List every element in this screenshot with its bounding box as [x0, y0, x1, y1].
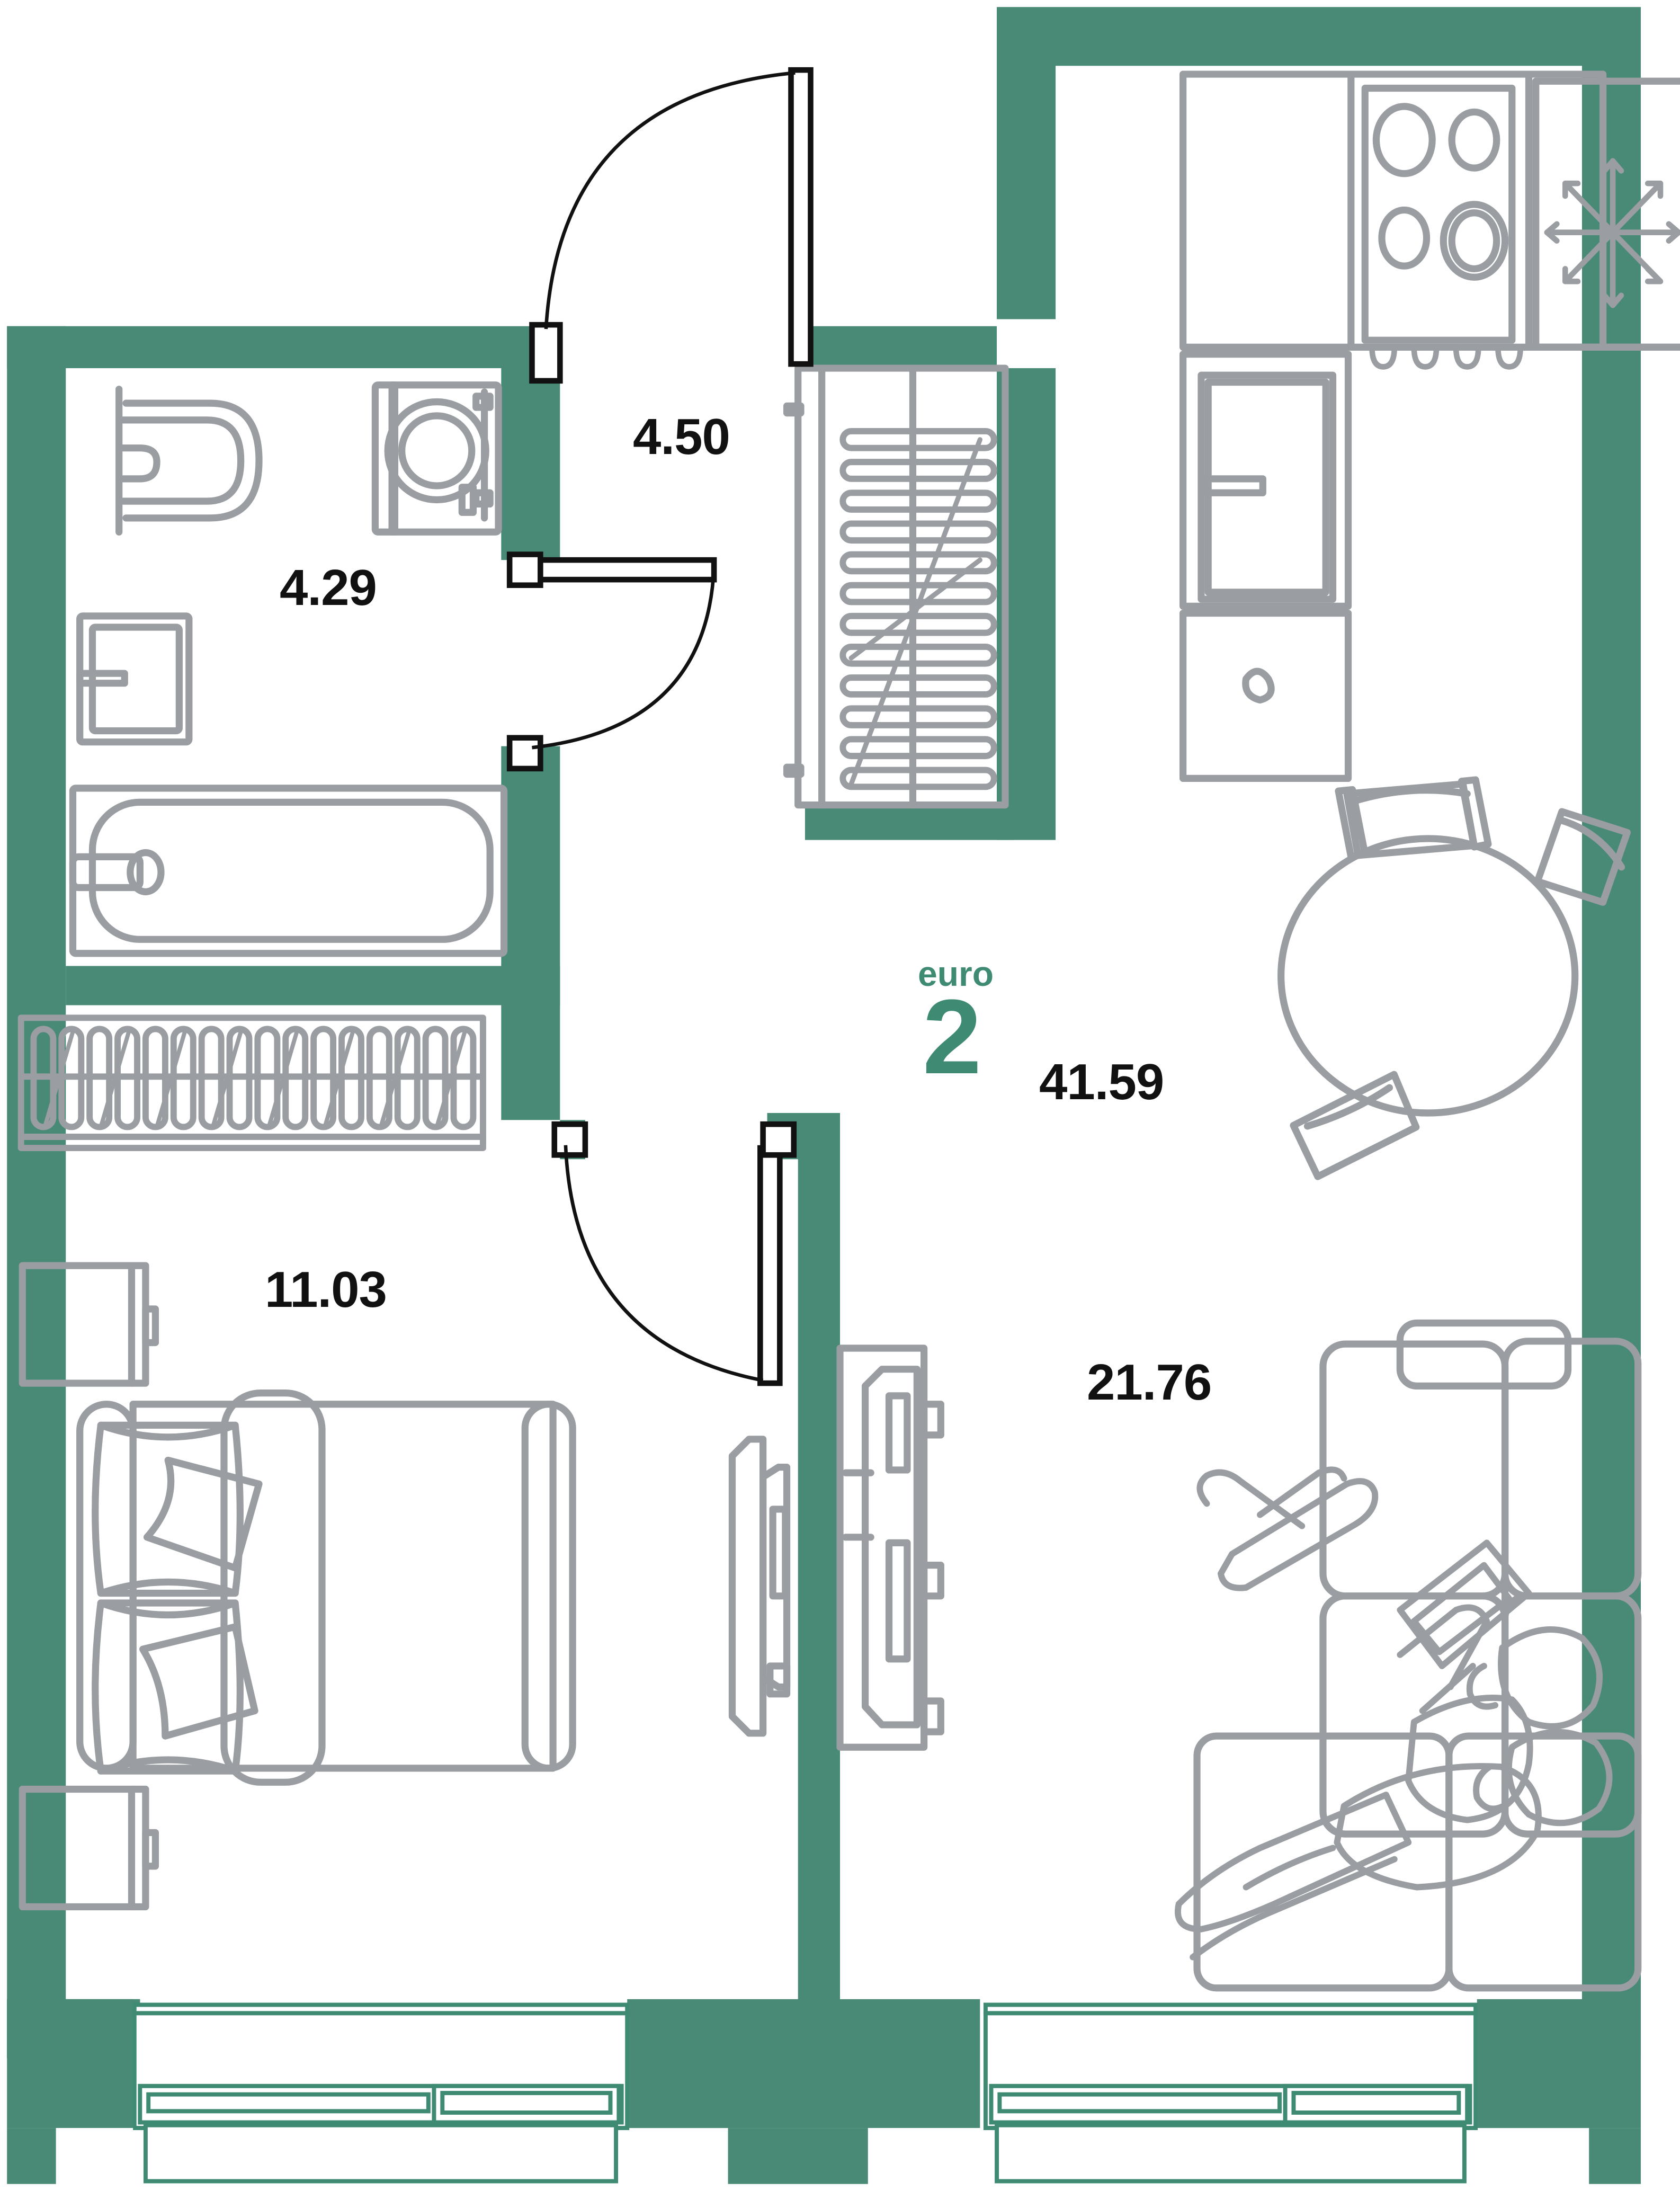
refrigerator-icon: [1532, 77, 1680, 351]
windows-layer: [132, 2002, 1478, 2184]
nightstand-icon: [19, 1785, 159, 1911]
tv-unit-icon: [728, 1344, 944, 1751]
kitchen-fixtures: [1179, 70, 1680, 782]
washing-machine-icon: [371, 381, 502, 536]
nightstand-icon: [19, 1262, 159, 1387]
cooktop-icon: [1361, 84, 1516, 344]
person-reading-icon: [1175, 1466, 1613, 1961]
toilet-icon: [115, 386, 263, 536]
walls-layer: [7, 7, 1641, 2184]
wall-niches: [78, 368, 110, 539]
dining-set: [1277, 776, 1631, 1180]
oven-icon: [1179, 351, 1352, 610]
window-living: [983, 2002, 1478, 2184]
window-bedroom: [132, 2002, 630, 2184]
dining-chair-icon: [1290, 1071, 1420, 1180]
bathroom-fixtures: [69, 381, 508, 957]
bedroom-door[interactable]: [551, 1121, 797, 1386]
bed-double-icon: [76, 1389, 576, 1786]
bathtub-icon: [69, 785, 508, 957]
dining-table-round-icon: [1277, 835, 1579, 1117]
bedroom-radiator-icon: [17, 1014, 486, 1152]
kitchen-sink-icon: [1179, 609, 1352, 782]
wardrobe-icon: [783, 364, 1009, 809]
bathroom-door[interactable]: [506, 551, 717, 772]
dining-chair-icon: [1534, 808, 1631, 906]
bedroom-furniture: [19, 1262, 576, 1911]
bottom-trim: [56, 2128, 980, 2184]
doors-layer: [506, 67, 814, 1386]
sink-cabinet-icon: [76, 612, 193, 746]
entry-door[interactable]: [529, 67, 814, 384]
